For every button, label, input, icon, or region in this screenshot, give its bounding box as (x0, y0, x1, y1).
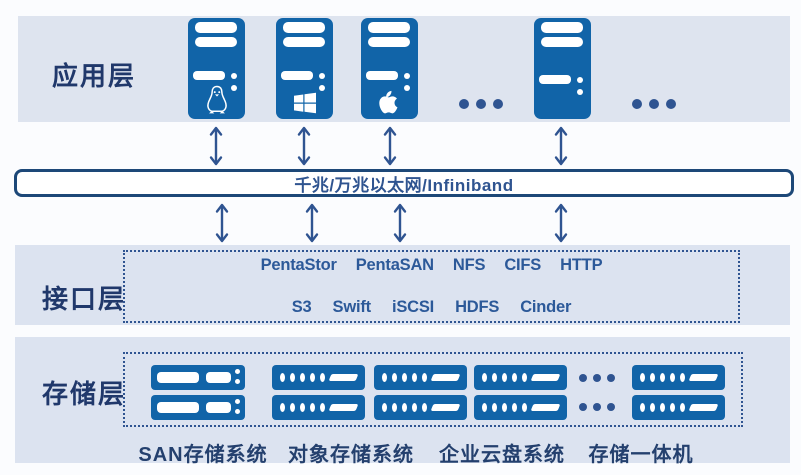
double-arrow-icon (554, 126, 568, 166)
storage-group-label-cloud-disk: 企业云盘系统 (439, 444, 565, 466)
double-arrow-icon (215, 203, 229, 243)
server-slot (366, 71, 398, 80)
server-apple (361, 18, 418, 119)
apple-icon (361, 89, 418, 115)
server-slot (539, 75, 571, 84)
storage-rack-icon (632, 365, 725, 420)
protocol-item: iSCSI (391, 298, 435, 316)
protocol-item: HTTP (560, 256, 603, 274)
storage-group-label-san: SAN存储系统 (138, 444, 268, 466)
server-bay (195, 37, 237, 47)
server-led (231, 73, 237, 79)
storage-rack-icon (272, 365, 365, 420)
network-bus-label: 千兆/万兆以太网/Infiniband (294, 175, 514, 195)
rack-unit (474, 365, 567, 390)
server-led (404, 73, 410, 79)
interface-layer-label: 接口层 (42, 284, 127, 314)
double-arrow-icon (554, 203, 568, 243)
double-arrow-icon (297, 126, 311, 166)
ellipsis-icon (579, 403, 615, 411)
double-arrow-icon (383, 126, 397, 166)
rack-unit (374, 365, 467, 390)
protocol-row-1: PentaStor PentaSAN NFS CIFS HTTP (123, 256, 740, 275)
rack-unit (151, 395, 245, 420)
server-led (577, 89, 583, 95)
protocol-item: PentaStor (260, 256, 337, 274)
storage-group-label-appliance: 存储一体机 (588, 444, 694, 466)
server-led (319, 85, 325, 91)
server-bay (368, 37, 410, 47)
protocol-item: Swift (332, 298, 372, 316)
interface-layer-band (15, 245, 790, 325)
ellipsis-icon (632, 99, 676, 109)
storage-rack-icon (474, 365, 567, 420)
server-bay (195, 22, 237, 33)
application-layer-label: 应用层 (52, 61, 137, 91)
storage-layer-label: 存储层 (42, 379, 127, 409)
server-bay (368, 22, 410, 33)
storage-devices-box (123, 352, 743, 427)
protocol-item: PentaSAN (355, 256, 434, 274)
rack-unit (632, 395, 725, 420)
storage-rack-icon (374, 365, 467, 420)
server-bay (283, 37, 325, 47)
rack-unit (474, 395, 567, 420)
rack-unit (151, 365, 245, 390)
server-slot (281, 71, 313, 80)
double-arrow-icon (393, 203, 407, 243)
linux-icon (188, 85, 245, 115)
double-arrow-icon (209, 126, 223, 166)
protocol-row-2: S3 Swift iSCSI HDFS Cinder (123, 298, 740, 317)
protocol-item: NFS (452, 256, 486, 274)
server-bay (541, 37, 583, 47)
server-generic (534, 18, 591, 119)
rack-unit (374, 395, 467, 420)
interface-protocols-box (123, 250, 740, 323)
protocol-item: HDFS (455, 298, 500, 316)
san-storage-rack-icon (151, 365, 245, 420)
server-slot (193, 71, 225, 80)
server-windows (276, 18, 333, 119)
protocol-item: Cinder (520, 298, 572, 316)
ellipsis-icon (459, 99, 503, 109)
storage-group-label-object: 对象存储系统 (288, 444, 414, 466)
rack-unit (632, 365, 725, 390)
server-bay (283, 22, 325, 33)
server-linux (188, 18, 245, 119)
server-led (404, 85, 410, 91)
ellipsis-icon (579, 374, 615, 382)
server-led (319, 73, 325, 79)
server-led (231, 85, 237, 91)
server-led (577, 77, 583, 83)
protocol-item: S3 (291, 298, 312, 316)
double-arrow-icon (305, 203, 319, 243)
windows-icon (276, 91, 333, 115)
rack-unit (272, 365, 365, 390)
network-bus-bar: 千兆/万兆以太网/Infiniband (14, 169, 794, 197)
server-bay (541, 22, 583, 33)
protocol-item: CIFS (504, 256, 542, 274)
rack-unit (272, 395, 365, 420)
